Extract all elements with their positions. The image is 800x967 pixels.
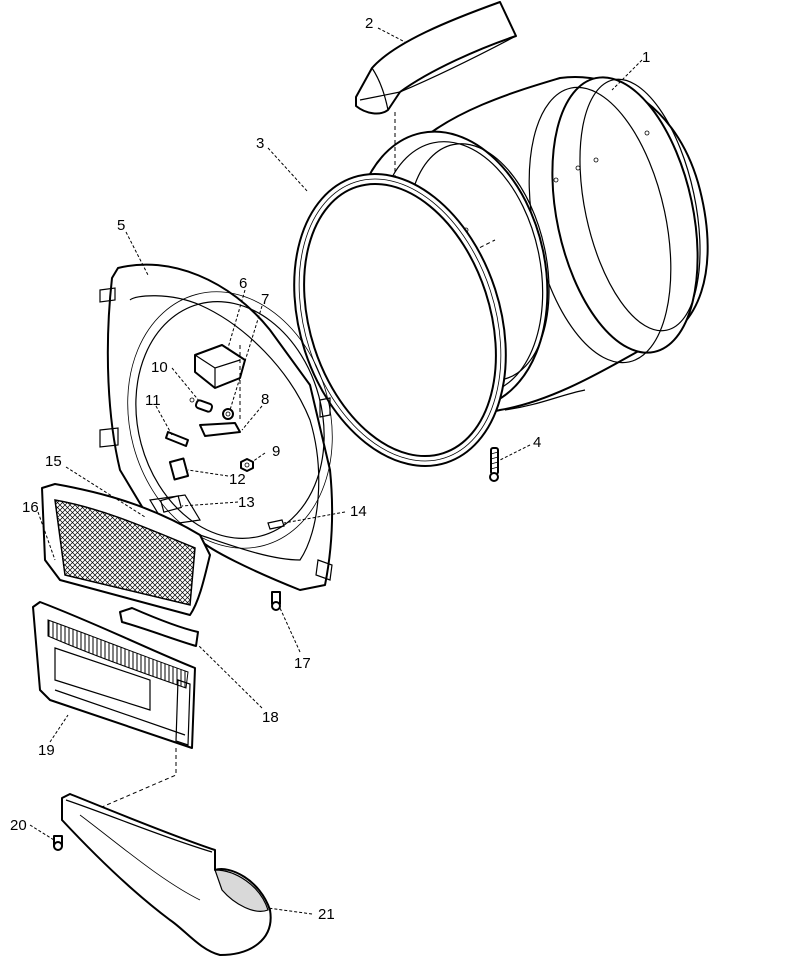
callout-13: 13: [238, 494, 255, 511]
callout-21: 21: [318, 906, 335, 923]
screw-17: [271, 591, 281, 611]
nut-9: [240, 458, 254, 472]
lint-duct: [32, 601, 196, 749]
sensor-bar-11: [165, 431, 189, 447]
callout-12: 12: [229, 471, 246, 488]
bracket-13: [160, 495, 182, 513]
callout-11: 11: [145, 392, 161, 409]
callout-15: 15: [45, 453, 62, 470]
callout-labels: 1 2 3 4 5 6 7 8 9 10 11 12 13 14 15 16 1…: [10, 15, 650, 923]
screw-20: [53, 835, 63, 851]
sensor-10: [189, 397, 214, 413]
screw-4: [489, 447, 499, 482]
callout-19: 19: [38, 742, 55, 759]
callout-5: 5: [117, 217, 125, 234]
callout-20: 20: [10, 817, 27, 834]
callout-14: 14: [350, 503, 367, 520]
trap-duct: [61, 793, 272, 956]
cycling-thermostat: [199, 422, 241, 437]
callout-6: 6: [239, 275, 247, 292]
callout-10: 10: [151, 359, 168, 376]
drum-seal: [293, 173, 507, 467]
wire-clip: [267, 519, 285, 530]
thermal-fuse: [222, 408, 234, 420]
callout-3: 3: [256, 135, 264, 152]
callout-9: 9: [272, 443, 280, 460]
callout-2: 2: [365, 15, 373, 32]
bracket-12: [168, 457, 190, 481]
callout-16: 16: [22, 499, 39, 516]
callout-8: 8: [261, 391, 269, 408]
callout-18: 18: [262, 709, 279, 726]
seal-strip: [119, 607, 199, 647]
callout-7: 7: [261, 291, 269, 308]
callout-4: 4: [533, 434, 541, 451]
callout-1: 1: [642, 49, 650, 66]
leader-lines: [29, 27, 643, 915]
callout-17: 17: [294, 655, 311, 672]
lint-screen-housing: [41, 483, 211, 616]
drum-baffle: [355, 1, 517, 115]
